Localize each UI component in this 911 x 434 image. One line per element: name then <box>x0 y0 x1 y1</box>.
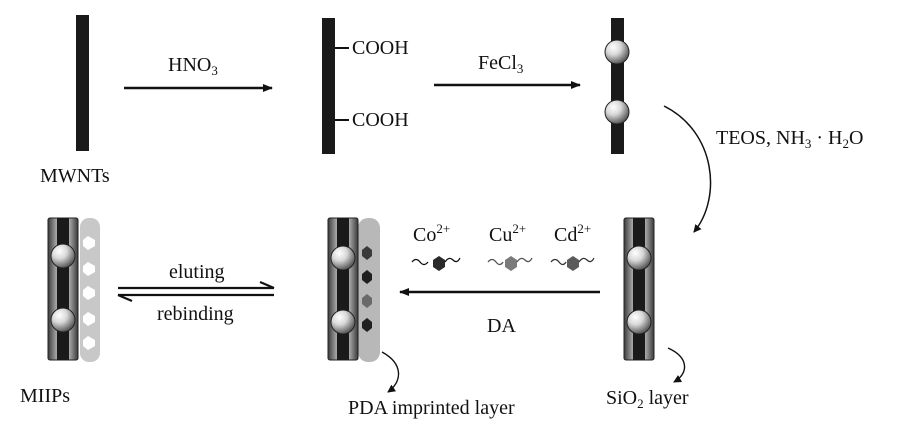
fe3o4-rod <box>611 18 624 154</box>
fecl3-label: FeCl3 <box>478 52 524 76</box>
cu-ion-label: Cu2+ <box>489 221 527 246</box>
fe3o4-particle-top <box>604 39 630 65</box>
eluting-arrow-head <box>259 280 275 290</box>
cooh-rod <box>322 18 335 154</box>
cooh-top-label: COOH <box>352 37 409 59</box>
cooh-bottom-label: COOH <box>352 109 409 131</box>
teos-curved-arrow <box>663 105 712 233</box>
cu-ion-molecule <box>487 256 533 271</box>
mwnt-rod <box>76 15 89 151</box>
hno3-label: HNO3 <box>168 54 218 78</box>
sio2-pointer-arrow <box>667 347 686 383</box>
sio2-coated-rod <box>623 217 655 361</box>
co-ion-label: Co2+ <box>413 221 451 246</box>
eluting-label: eluting <box>169 261 225 283</box>
pda-pointer-arrow <box>381 351 400 393</box>
rebinding-label: rebinding <box>157 303 234 325</box>
rebinding-arrow-head <box>117 293 133 303</box>
miips-label: MIIPs <box>20 385 71 407</box>
cd-ion-label: Cd2+ <box>554 221 592 246</box>
pda-layer-label: PDA imprinted layer <box>348 397 515 419</box>
pda-imprinted-rod <box>327 217 380 362</box>
teos-label: TEOS, NH3 · H2O <box>716 127 864 151</box>
sio2-layer-label: SiO2 layer <box>606 387 689 411</box>
mwnts-label: MWNTs <box>40 165 110 187</box>
miips-rod <box>47 217 100 362</box>
fe3o4-particle-bottom <box>604 99 630 125</box>
da-label: DA <box>487 315 516 337</box>
co-ion-molecule <box>411 256 461 271</box>
cd-ion-molecule <box>550 256 595 271</box>
